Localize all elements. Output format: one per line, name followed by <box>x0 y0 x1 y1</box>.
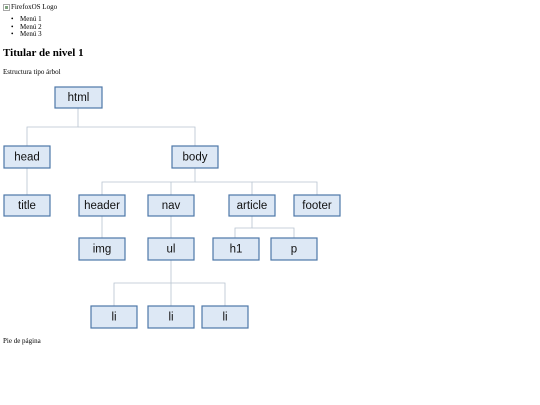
edge-article-children <box>234 216 253 238</box>
tree-node-label: li <box>168 312 173 324</box>
tree-node-footer: footer <box>293 194 341 217</box>
tree-node-ul: ul <box>147 237 195 261</box>
tree-node-label: li <box>111 312 116 324</box>
tree-node-label: header <box>84 200 120 212</box>
tree-node-label: img <box>93 244 112 256</box>
edge-article-p <box>252 227 295 238</box>
tree-node-label: body <box>183 152 208 164</box>
edge-body-article <box>195 181 253 195</box>
tree-node-h1: h1 <box>212 237 260 261</box>
tree-node-label: li <box>222 312 227 324</box>
tree-node-p: p <box>270 237 318 261</box>
tree-node-nav: nav <box>147 194 195 217</box>
edge-body-footer <box>252 181 318 195</box>
tree-node-title: title <box>3 194 51 217</box>
tree-node-label: article <box>237 200 268 212</box>
tree-node-li: li <box>90 305 138 329</box>
page-title: Titular de nivel 1 <box>3 47 84 59</box>
figure-caption: Estructura tipo árbol <box>3 68 61 76</box>
menu-item[interactable]: Menú 1 <box>10 15 42 24</box>
tree-node-label: html <box>68 92 90 104</box>
tree-node-body: body <box>171 145 219 169</box>
menu-item[interactable]: Menú 3 <box>10 30 42 39</box>
edge-body-children <box>101 168 196 195</box>
tree-node-li: li <box>201 305 249 329</box>
tree-node-label: title <box>18 200 36 212</box>
tree-node-label: p <box>291 244 297 256</box>
menu-item[interactable]: Menú 2 <box>10 23 42 32</box>
tree-node-label: h1 <box>230 244 243 256</box>
tree-edges <box>26 108 318 306</box>
tree-node-li: li <box>147 305 195 329</box>
tree-node-header: header <box>78 194 126 217</box>
edge-html-body <box>78 126 196 146</box>
tree-node-label: nav <box>162 200 181 212</box>
broken-image-icon <box>3 3 10 11</box>
edge-ul-li3 <box>171 282 226 306</box>
tree-node-label: footer <box>302 200 332 212</box>
edge-ul-children <box>113 260 172 306</box>
page-footer: Pie de página <box>3 337 41 345</box>
tree-node-label: head <box>14 152 40 164</box>
tree-node-img: img <box>78 237 126 261</box>
site-logo: FirefoxOS Logo <box>3 3 57 11</box>
logo-alt-text: FirefoxOS Logo <box>11 3 58 11</box>
tree-node-label: ul <box>167 244 176 256</box>
edge-html-children <box>26 108 79 146</box>
tree-node-html: html <box>54 86 103 109</box>
main-menu: Menú 1 Menú 2 Menú 3 <box>10 15 42 39</box>
tree-node-article: article <box>228 194 276 217</box>
tree-node-head: head <box>3 145 51 169</box>
